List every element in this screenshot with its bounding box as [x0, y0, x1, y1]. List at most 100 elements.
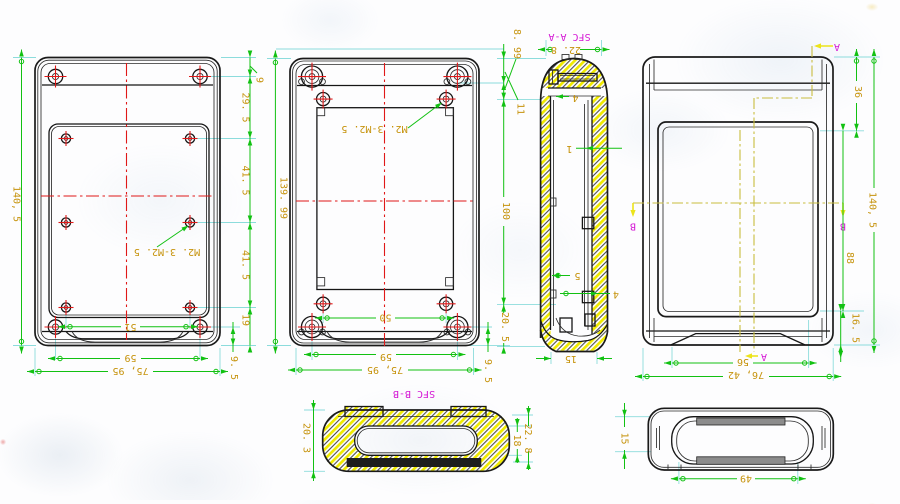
dim-recess-15: 15 — [619, 403, 630, 469]
inner-screw — [312, 293, 334, 314]
section-screw — [548, 69, 598, 85]
extension-lines — [642, 56, 880, 381]
panel-screw — [57, 299, 75, 316]
dim-text: 59 — [380, 351, 392, 362]
dim-inner-18: 18 — [511, 418, 522, 463]
panel-screw — [57, 130, 75, 147]
dim-text: 140, 5 — [867, 192, 878, 228]
view-front-open: 139. 99 M2. 3-M2. 5 50 59 75, 95 — [267, 48, 510, 383]
dim-text: 41. 5 — [240, 165, 251, 195]
dim-text: 8. 99 — [511, 29, 522, 59]
extension-lines — [615, 416, 799, 484]
dim-text: 20. 5 — [499, 312, 510, 342]
leader-wall-4-top: 4 — [556, 92, 579, 103]
dim-text: 11 — [515, 103, 526, 115]
section-body — [539, 54, 609, 353]
dim-text: 59 — [124, 352, 136, 363]
dim-text: 18 — [511, 434, 522, 446]
leader-wall-5: 5 — [552, 270, 581, 281]
dim-inner-width-56: 56 — [663, 356, 818, 367]
view-end: 15 49 — [615, 403, 835, 484]
panel-screw — [57, 214, 75, 231]
view-front-exterior: B B A A 36 88 16. 5 — [630, 41, 880, 381]
dim-text: 9 — [254, 77, 265, 83]
dim-screw-span-51: 51 — [57, 321, 199, 332]
dim-text: 75, 95 — [367, 364, 403, 375]
extension-lines — [267, 48, 510, 375]
section-title: SFC B-B — [393, 388, 435, 399]
view-back-exterior: 140, 5 9 29. 5 41. 5 41. 5 19 9. 5 51 — [11, 49, 265, 380]
dim-width-76-42: 76, 42 — [634, 369, 842, 380]
dim-screw-span-50: 50 — [314, 311, 455, 322]
end-view-body — [647, 407, 835, 471]
dim-text: M2. 3-M2. 5 — [341, 123, 407, 134]
section-line-bb: B B — [630, 202, 846, 232]
dim-width-75-95: 75, 95 — [26, 365, 229, 376]
dim-text: 4 — [572, 92, 578, 103]
dim-text: 22. 8 — [551, 44, 581, 55]
dim-text: 1 — [566, 143, 572, 154]
dim-top-36: 36 — [852, 48, 863, 138]
dim-lip-59: 59 — [47, 352, 209, 363]
dim-text: 56 — [737, 356, 749, 367]
corner-boss-screw — [442, 61, 473, 92]
enclosure-front-exterior-body — [642, 56, 834, 346]
inner-screw — [312, 88, 334, 110]
dim-text: M2. 3-M2. 5 — [134, 246, 200, 257]
panel-screw — [181, 130, 199, 147]
screw-spec-callout: M2. 3-M2. 5 — [134, 223, 200, 257]
corner-screw — [43, 64, 68, 89]
corner-screw — [188, 64, 212, 89]
dim-height-140-5: 140, 5 — [867, 48, 878, 354]
dim-text: 15 — [565, 353, 577, 364]
dim-text: 5 — [574, 270, 580, 281]
section-mark-a-bottom: A — [761, 351, 767, 362]
dim-text: 16. 5 — [850, 313, 861, 343]
view-section-bb: SFC B-B 20. 3 18 22. 8 — [301, 388, 533, 481]
dim-text: 88 — [844, 252, 855, 264]
dim-text: 100 — [500, 202, 511, 220]
dim-text: 41. 5 — [240, 250, 251, 280]
dim-height-139-99: 139. 99 — [272, 50, 289, 354]
dim-height-20-3: 20. 3 — [301, 400, 316, 481]
section-title: SFC A-A — [548, 31, 590, 42]
corner-boss-screw — [297, 61, 327, 92]
view-section-aa: SFC A-A 22. 8 8. 99 11 100 20. 5 — [497, 29, 622, 364]
dim-corner-offset: 9. 5 — [228, 322, 239, 380]
leader-wall-4-bottom: 4 — [560, 289, 619, 300]
section-mark-b-left: B — [630, 221, 636, 232]
dim-text: 139. 99 — [278, 177, 289, 219]
enclosure-back-body — [34, 56, 221, 347]
dim-chain-left: 8. 99 11 100 20. 5 — [499, 29, 526, 354]
dim-text: 19 — [240, 314, 251, 326]
screw-spec-callout: M2. 3-M2. 5 — [341, 100, 444, 134]
dim-text: 9. 5 — [228, 356, 239, 380]
section-mark-a-top: A — [834, 41, 840, 52]
dim-text: 51 — [124, 321, 136, 332]
corner-screws — [43, 64, 212, 339]
dim-width-75-95: 75, 95 — [287, 364, 482, 375]
dim-text: 15 — [619, 432, 630, 444]
centerlines — [296, 63, 473, 348]
inner-screw — [435, 293, 457, 314]
dim-text: 22. 8 — [522, 423, 533, 453]
dim-height-140-5: 140, 5 — [11, 49, 25, 354]
leader-wall-1: 1 — [566, 143, 622, 154]
dim-mid-88: 88 — [840, 123, 855, 318]
dim-text: 29. 5 — [240, 92, 251, 122]
dim-text: 75, 95 — [112, 365, 148, 376]
dim-corner-offset: 9. 5 — [482, 322, 493, 383]
section-bb-body — [321, 405, 511, 473]
panel-screw — [181, 299, 199, 316]
panel-screws — [57, 130, 199, 316]
dim-outer-22-8: 22. 8 — [522, 406, 533, 470]
dim-text: 49 — [740, 473, 752, 484]
dim-text: 36 — [852, 86, 863, 98]
dim-foot-15: 15 — [536, 353, 612, 364]
dim-text: 140, 5 — [11, 186, 22, 222]
dim-chain-right: 9 29. 5 41. 5 41. 5 19 — [240, 50, 265, 353]
dim-text: 4 — [613, 289, 619, 300]
dim-top-width: 22. 8 — [537, 44, 610, 55]
dim-text: 76, 42 — [728, 369, 764, 380]
